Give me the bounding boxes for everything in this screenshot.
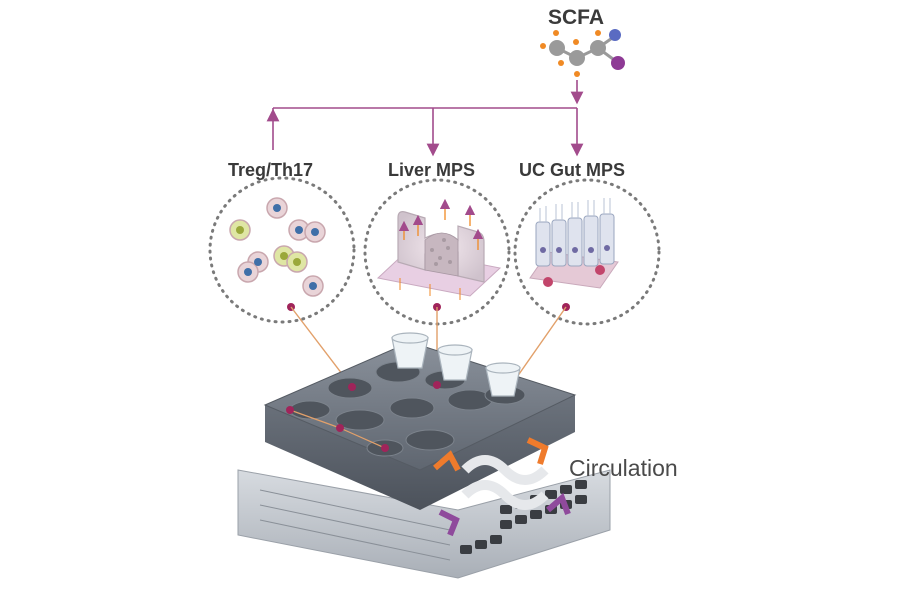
scfa-distribution-arrows bbox=[266, 80, 584, 157]
liver-tissue-icon bbox=[376, 198, 502, 311]
scfa-label: SCFA bbox=[548, 6, 605, 29]
uc-gut-mps-label: UC Gut MPS bbox=[519, 160, 625, 180]
circulation-label: Circulation bbox=[569, 455, 678, 481]
treg-circle bbox=[208, 176, 356, 324]
liver-mps-label: Liver MPS bbox=[388, 160, 476, 180]
treg-th17-label: Treg/Th17 bbox=[228, 160, 314, 180]
gut-epithelium-icon bbox=[529, 198, 619, 311]
circulation-arrows-icon bbox=[433, 437, 571, 537]
transwell-inserts bbox=[391, 332, 521, 397]
scfa-molecule-icon bbox=[540, 29, 625, 77]
immune-cells-icon bbox=[229, 197, 326, 311]
gut-circle bbox=[513, 178, 661, 326]
